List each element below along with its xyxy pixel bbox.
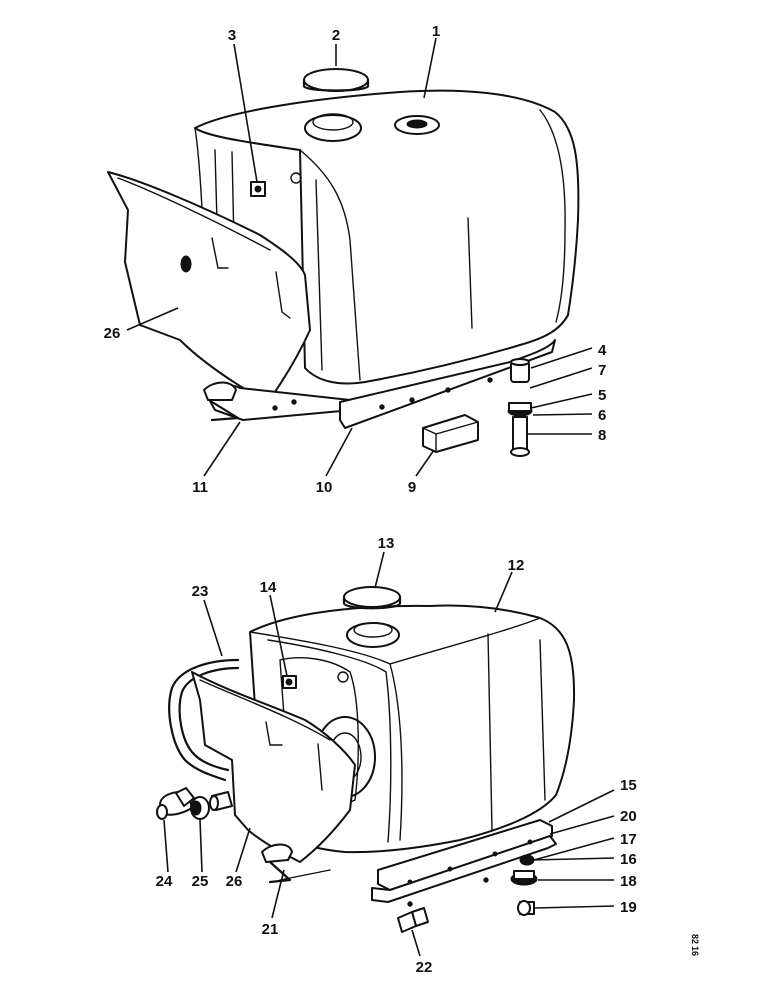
- filler-neck-upper: [304, 114, 362, 142]
- reference-mark-top: 82: [690, 934, 700, 944]
- mount-hardware-upper: [507, 358, 533, 457]
- callout-15: 15: [620, 777, 637, 794]
- callouts: 1 2 3 4 5 6 7 8 9 10 11 12 13 14 15 16 1…: [104, 23, 637, 976]
- callout-26-lower: 26: [226, 873, 243, 890]
- callout-14: 14: [260, 579, 277, 596]
- reference-mark-bottom: 16: [690, 946, 700, 956]
- rail-bolt: [397, 907, 429, 933]
- support-rail-lower: [377, 819, 553, 891]
- shield-plate-upper: [107, 171, 311, 403]
- filler-cap-lower: [343, 586, 401, 608]
- callout-2: 2: [332, 27, 340, 44]
- vent-hose: [168, 658, 240, 782]
- callout-1: 1: [432, 23, 440, 40]
- mount-hardware-lower: [510, 854, 538, 916]
- upper-tank-body: [194, 89, 580, 385]
- callout-19: 19: [620, 899, 637, 916]
- filler-cap-upper: [303, 68, 369, 92]
- shield-plate-lower: [191, 671, 356, 863]
- callout-5: 5: [598, 387, 606, 404]
- callout-25: 25: [192, 873, 209, 890]
- fuel-fittings: [156, 787, 233, 820]
- callout-6: 6: [598, 407, 606, 424]
- callout-24: 24: [156, 873, 173, 890]
- leader-lines: [126, 37, 615, 957]
- callout-22: 22: [416, 959, 433, 976]
- callout-16: 16: [620, 851, 637, 868]
- callout-12: 12: [508, 557, 525, 574]
- callout-3: 3: [228, 27, 236, 44]
- callout-8: 8: [598, 427, 606, 444]
- callout-18: 18: [620, 873, 637, 890]
- callout-20: 20: [620, 808, 637, 825]
- callout-10: 10: [316, 479, 333, 496]
- upper-tank-assembly: [107, 68, 580, 457]
- callout-21: 21: [262, 921, 279, 938]
- callout-26-upper: 26: [104, 325, 121, 342]
- callout-7: 7: [598, 362, 606, 379]
- drain-plug-lower: [282, 675, 297, 689]
- reference-mark: 82 16: [690, 934, 700, 956]
- drain-plug-upper: [250, 181, 266, 197]
- callout-9: 9: [408, 479, 416, 496]
- callout-23: 23: [192, 583, 209, 600]
- callout-17: 17: [620, 831, 637, 848]
- callout-4: 4: [598, 342, 607, 359]
- rubber-block: [422, 414, 479, 453]
- lower-tank-assembly: [156, 586, 576, 933]
- callout-13: 13: [378, 535, 395, 552]
- callout-11: 11: [192, 479, 208, 496]
- filler-neck-lower: [346, 622, 400, 648]
